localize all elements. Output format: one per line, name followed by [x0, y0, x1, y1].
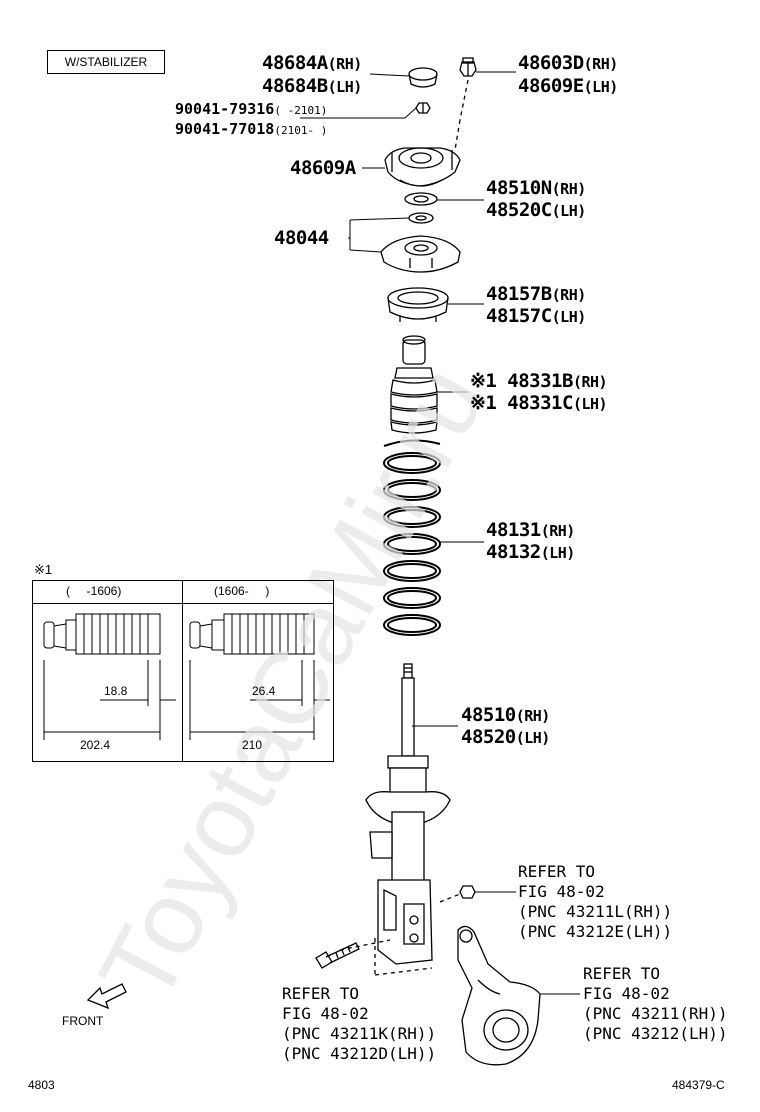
- spring-insulator-part: [387, 287, 449, 322]
- front-arrow: [86, 983, 127, 1010]
- part-side: (LH): [515, 729, 551, 747]
- refer-note-nut: REFER TO FIG 48-02 (PNC 43211L(RH)) (PNC…: [518, 862, 672, 942]
- upper-support-part: [384, 147, 461, 187]
- inset-divider: [182, 581, 183, 761]
- inset-right-header: (1606- ): [214, 584, 270, 598]
- part-number: 48157C: [486, 305, 552, 327]
- refer-line: FIG 48-02: [583, 984, 670, 1003]
- refer-line: (PNC 43211(RH)): [583, 1004, 728, 1023]
- label-small-nut: 90041-79316( -2101) 90041-77018(2101- ): [175, 100, 327, 140]
- inset-header-rule: [33, 603, 333, 604]
- part-number: 48609E: [518, 75, 584, 97]
- upper-nut-part: [459, 57, 477, 77]
- part-number: 48684B: [262, 75, 328, 97]
- inset-right-total-dim: 210: [242, 738, 263, 752]
- part-number: 48603D: [518, 52, 584, 74]
- part-range: (2101- ): [274, 124, 328, 137]
- refer-note-knuckle: REFER TO FIG 48-02 (PNC 43211(RH)) (PNC …: [583, 964, 728, 1044]
- part-side: (LH): [551, 308, 587, 326]
- refer-line: (PNC 43211L(RH)): [518, 902, 673, 921]
- shock-absorber-part: [365, 663, 451, 965]
- refer-line: REFER TO: [518, 862, 596, 881]
- stabilizer-condition-box: W/STABILIZER: [47, 50, 165, 74]
- coil-spring-part: [383, 439, 441, 636]
- part-side: (RH): [327, 55, 363, 73]
- part-number: 48132: [486, 541, 541, 563]
- part-number: 48157B: [486, 283, 552, 305]
- part-number: 48044: [274, 227, 329, 249]
- part-number: ※1 48331B: [470, 370, 573, 392]
- dust-boot-part: [390, 335, 438, 434]
- refer-note-bolt: REFER TO FIG 48-02 (PNC 43211K(RH)) (PNC…: [282, 984, 436, 1064]
- inset-left-header: ( -1606): [66, 584, 122, 598]
- label-upper-nut: 48603D(RH) 48609E(LH): [518, 52, 618, 98]
- part-side: (LH): [540, 544, 576, 562]
- part-side: (LH): [327, 78, 363, 96]
- part-number: 48684A: [262, 52, 328, 74]
- refer-line: FIG 48-02: [518, 882, 605, 901]
- small-nut-part: [415, 102, 431, 114]
- inset-dust-boot-drawings: [43, 613, 330, 740]
- part-number: 90041-77018: [175, 120, 275, 138]
- part-number: 48520: [461, 726, 516, 748]
- part-side: (LH): [583, 78, 619, 96]
- part-range: ( -2101): [274, 104, 328, 117]
- refer-line: REFER TO: [282, 984, 360, 1003]
- illustration-code: 484379-C: [672, 1078, 725, 1092]
- label-spring-seat: 48044: [274, 227, 329, 249]
- part-number: 48609A: [290, 157, 356, 179]
- part-side: (RH): [583, 55, 619, 73]
- inset-right-small-dim: 26.4: [252, 684, 276, 698]
- label-insulator: 48157B(RH) 48157C(LH): [486, 284, 586, 328]
- page-code: 4803: [28, 1078, 55, 1092]
- inset-left-small-dim: 18.8: [104, 684, 128, 698]
- lower-bolt-part: [315, 942, 360, 969]
- part-side: (LH): [551, 202, 587, 220]
- part-number: 48510: [461, 704, 516, 726]
- steering-knuckle-part: [457, 925, 541, 1066]
- refer-line: (PNC 43212E(LH)): [518, 922, 673, 941]
- part-side: (LH): [572, 395, 608, 413]
- part-side: (RH): [572, 373, 608, 391]
- part-number: ※1 48331C: [470, 392, 573, 414]
- part-side: (RH): [551, 286, 587, 304]
- label-bearing: 48510N(RH) 48520C(LH): [486, 178, 586, 222]
- inset-marker: ※1: [34, 562, 53, 577]
- label-cap: 48684A(RH) 48684B(LH): [262, 52, 362, 98]
- front-label: FRONT: [62, 1014, 104, 1028]
- refer-line: REFER TO: [583, 964, 661, 983]
- inset-left-total-dim: 202.4: [80, 738, 111, 752]
- part-side: (RH): [540, 522, 576, 540]
- label-upper-support: 48609A: [290, 157, 356, 179]
- strut-cap-part: [408, 67, 438, 88]
- spring-seat-part: [380, 235, 461, 273]
- lower-nut-part: [459, 885, 476, 899]
- label-coil-spring: 48131(RH) 48132(LH): [486, 520, 575, 564]
- label-shock-absorber: 48510(RH) 48520(LH): [461, 705, 550, 749]
- label-dust-boot: ※1 48331B(RH) ※1 48331C(LH): [470, 370, 608, 415]
- part-number: 48520C: [486, 199, 552, 221]
- bearing-part: [404, 192, 438, 224]
- part-number: 48510N: [486, 177, 552, 199]
- refer-line: (PNC 43211K(RH)): [282, 1024, 437, 1043]
- refer-line: (PNC 43212(LH)): [583, 1024, 728, 1043]
- part-number: 48131: [486, 519, 541, 541]
- part-side: (RH): [551, 180, 587, 198]
- refer-line: FIG 48-02: [282, 1004, 369, 1023]
- dust-boot-inset: [32, 580, 334, 762]
- part-number: 90041-79316: [175, 100, 275, 118]
- part-side: (RH): [515, 707, 551, 725]
- refer-line: (PNC 43212D(LH)): [282, 1044, 437, 1063]
